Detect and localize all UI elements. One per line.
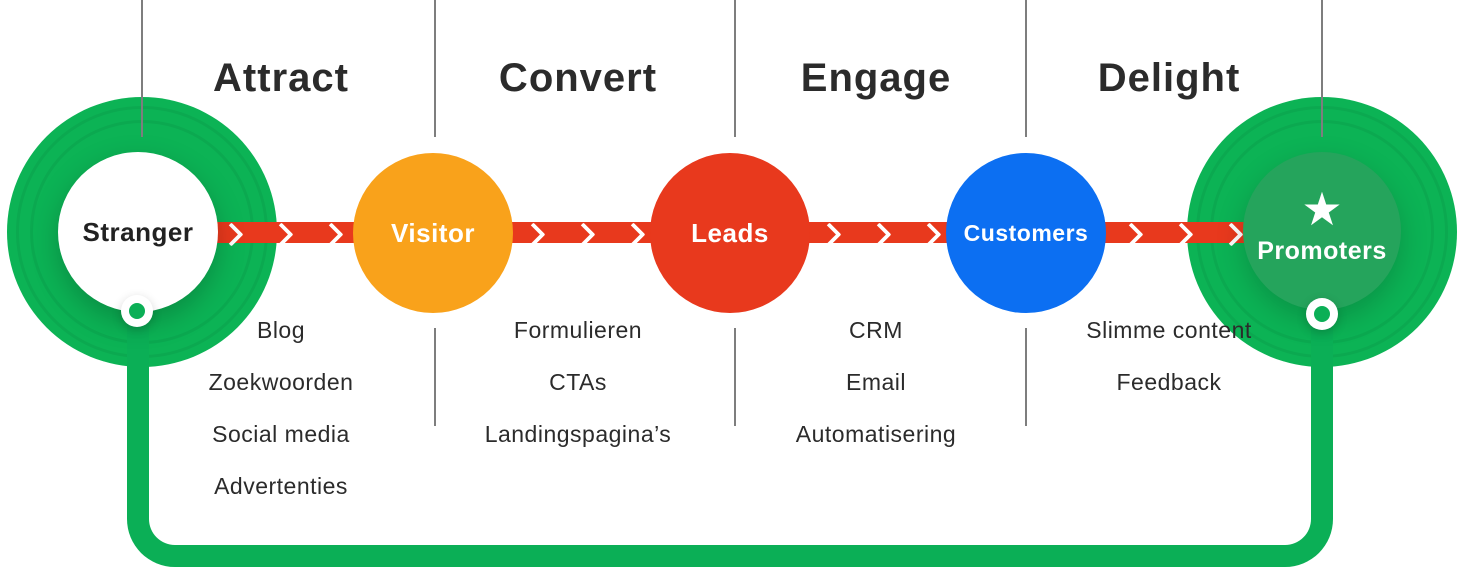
stage-circle-promoters: ★ Promoters: [1243, 152, 1401, 310]
list-item: Formulieren: [513, 317, 643, 343]
stage-label: Visitor: [391, 217, 475, 248]
list-item: Landingspagina’s: [484, 421, 672, 447]
phase-items-engage: CRM Email Automatisering: [796, 315, 956, 471]
divider-line: [1321, 0, 1323, 137]
stage-label: Stranger: [82, 216, 194, 247]
divider-line: [1025, 0, 1027, 137]
list-item: CTAs: [549, 369, 607, 395]
divider-line: [434, 0, 436, 137]
stage-circle-customers: Customers: [946, 153, 1106, 313]
stage-circle-visitor: Visitor: [353, 153, 513, 313]
divider-line: [1025, 328, 1027, 426]
phase-items-attract: Blog Zoekwoorden Social media Advertenti…: [209, 315, 354, 523]
list-item: Social media: [212, 421, 350, 447]
node-dot-stranger: [121, 295, 153, 327]
phase-items-convert: Formulieren CTAs Landingspagina’s: [485, 315, 672, 471]
divider-line: [141, 0, 143, 137]
loop-path: [127, 300, 1333, 567]
phase-items-delight: Slimme content Feedback: [1086, 315, 1252, 419]
list-item: Slimme content: [1086, 317, 1252, 343]
list-item: Feedback: [1116, 369, 1222, 395]
list-item: Blog: [256, 317, 306, 343]
divider-line: [734, 0, 736, 137]
stage-circle-leads: Leads: [650, 153, 810, 313]
phase-label-attract: Attract: [213, 56, 349, 100]
node-dot-center: [1314, 306, 1330, 322]
node-dot-promoters: [1306, 298, 1338, 330]
phase-label-delight: Delight: [1097, 56, 1241, 100]
list-item: Advertenties: [214, 473, 348, 499]
divider-line: [434, 328, 436, 426]
phase-label-convert: Convert: [498, 56, 658, 100]
stage-label: Leads: [691, 217, 769, 248]
stage-label: Customers: [963, 219, 1089, 246]
phase-label-engage: Engage: [800, 56, 952, 100]
list-item: Email: [845, 369, 907, 395]
list-item: Automatisering: [795, 421, 957, 447]
divider-line: [734, 328, 736, 426]
star-icon: ★: [1301, 182, 1343, 235]
list-item: CRM: [849, 317, 903, 343]
list-item: Zoekwoorden: [208, 369, 354, 395]
stage-circle-stranger: Stranger: [58, 152, 218, 312]
node-dot-center: [129, 303, 145, 319]
stage-label: Promoters: [1257, 236, 1387, 265]
